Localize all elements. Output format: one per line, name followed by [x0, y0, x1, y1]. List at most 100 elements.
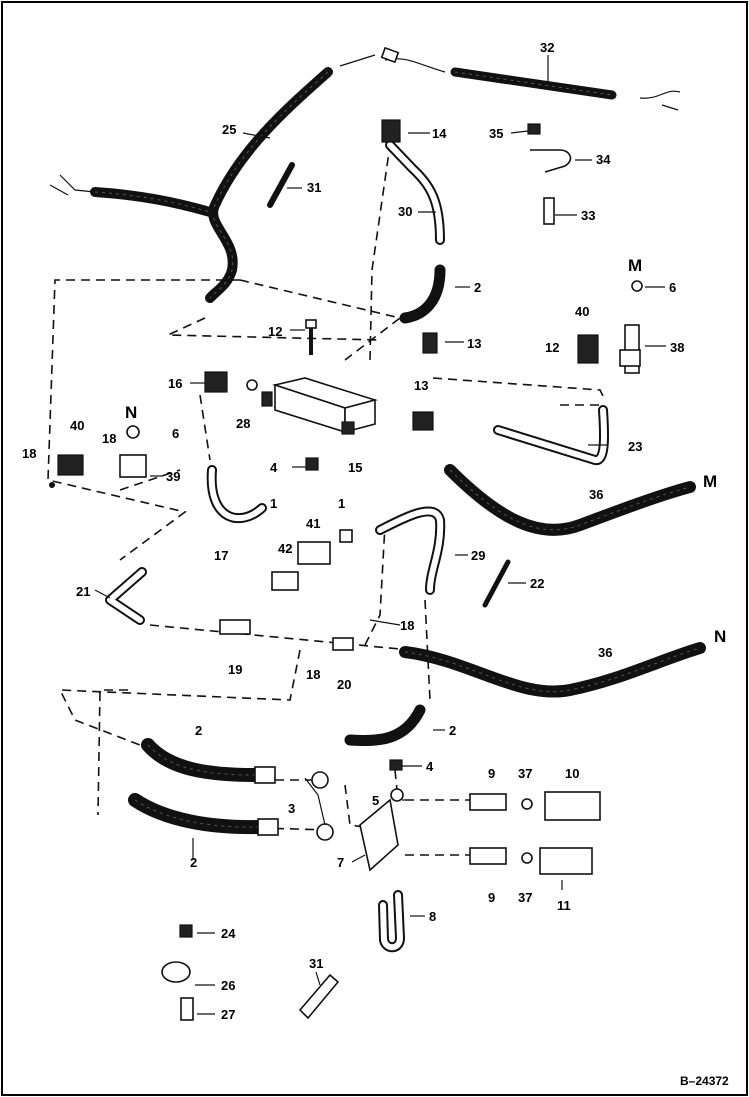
callout-18-far-left: 18 [22, 446, 36, 461]
adapter-9-lower [469, 847, 507, 865]
callout-30: 30 [398, 204, 412, 219]
callout-6-left: 6 [172, 426, 179, 441]
callout-2-hose-b: 2 [190, 855, 197, 870]
fitting-40-left [57, 454, 84, 476]
callout-12-upper: 12 [268, 324, 282, 339]
callout-40-right: 40 [575, 304, 589, 319]
tie-22 [482, 559, 511, 608]
callout-6-right: 6 [669, 280, 676, 295]
port-label-m-top: M [628, 256, 642, 275]
callout-1-upper: 1 [338, 496, 345, 511]
port-label-n-left: N [125, 403, 137, 422]
tie-31-lower [298, 973, 340, 1020]
callout-10: 10 [565, 766, 579, 781]
hose-36-upper [444, 464, 696, 536]
screw-1 [339, 529, 353, 543]
callout-18-lower: 18 [306, 667, 320, 682]
callout-labels: 32 25 14 35 34 31 30 33 2 M 6 40 12 13 1… [22, 40, 726, 1022]
tube-30 [385, 140, 445, 245]
callout-2-middle: 2 [449, 723, 456, 738]
coupler-19 [219, 619, 251, 635]
nut-4-lower [389, 759, 403, 771]
washer-3 [311, 771, 334, 841]
callout-19: 19 [228, 662, 242, 677]
clamp-42 [271, 571, 299, 591]
tube-23 [493, 405, 609, 465]
nut-4-upper [305, 457, 319, 471]
tube-29 [375, 506, 446, 595]
fitting-40-right [577, 334, 599, 364]
nut-24 [179, 924, 193, 938]
callout-11: 11 [557, 898, 571, 913]
clamp-34 [530, 149, 572, 173]
callout-13-upper: 13 [467, 336, 481, 351]
port-label-m-hose: M [703, 472, 717, 491]
callout-8: 8 [429, 909, 436, 924]
coupler-10 [544, 791, 601, 821]
callout-36-upper: 36 [589, 487, 603, 502]
tube-21 [105, 567, 147, 625]
callout-3: 3 [288, 801, 295, 816]
bolt-33 [543, 197, 555, 225]
callout-17: 17 [214, 548, 228, 563]
callout-33: 33 [581, 208, 595, 223]
fitting-18-dot [49, 482, 55, 488]
callout-28: 28 [236, 416, 250, 431]
callout-leaders [94, 55, 666, 1015]
callout-29: 29 [471, 548, 485, 563]
nut-35 [527, 123, 541, 135]
hose-36-lower [399, 642, 706, 698]
hose-32 [380, 46, 681, 111]
callout-37-lower: 37 [518, 890, 532, 905]
fitting-13-upper [422, 332, 438, 354]
hose-25 [49, 54, 376, 303]
callout-9-lower: 9 [488, 890, 495, 905]
fitting-16 [204, 371, 228, 393]
fitting-20 [332, 637, 354, 651]
seal-6-right [631, 280, 643, 292]
callout-5: 5 [372, 793, 379, 808]
fitting-38 [619, 324, 641, 374]
callout-18-right: 18 [400, 618, 414, 633]
bolt-27 [180, 997, 194, 1021]
clamp-26 [161, 961, 191, 983]
callout-31-lower: 31 [309, 956, 323, 971]
callout-34: 34 [596, 152, 611, 167]
callout-39: 39 [166, 469, 180, 484]
callout-12-right: 12 [545, 340, 559, 355]
fitting-14 [381, 119, 401, 143]
hose-2-upper [399, 264, 446, 324]
callout-38: 38 [670, 340, 684, 355]
callout-15: 15 [348, 460, 362, 475]
u-bolt-8 [378, 890, 405, 953]
callout-2-upper: 2 [474, 280, 481, 295]
callout-42: 42 [278, 541, 292, 556]
o-ring-37 [521, 798, 533, 864]
callout-16: 16 [168, 376, 182, 391]
fitting-13-lower [412, 411, 434, 431]
callout-2-hose-a: 2 [195, 723, 202, 738]
coupler-11 [539, 847, 593, 875]
valve-block-15 [261, 377, 378, 435]
tie-31-upper [267, 162, 295, 208]
clamp-41 [297, 541, 331, 565]
callout-4-upper: 4 [270, 460, 278, 475]
callout-31-upper: 31 [307, 180, 321, 195]
callout-26: 26 [221, 978, 235, 993]
washer-5 [390, 788, 404, 802]
seal-6-left [126, 425, 140, 439]
callout-36-lower: 36 [598, 645, 612, 660]
hose-2-middle [344, 704, 426, 747]
figure-reference-number: B–24372 [680, 1074, 729, 1088]
seal-28 [246, 379, 258, 391]
callout-21: 21 [76, 584, 90, 599]
callout-7: 7 [337, 855, 344, 870]
callout-1-tube: 1 [270, 496, 277, 511]
callout-37-upper: 37 [518, 766, 532, 781]
callout-41: 41 [306, 516, 320, 531]
hose-2-lower-pair [128, 738, 279, 836]
bolt-12 [305, 319, 317, 355]
bracket-7 [359, 798, 399, 872]
callout-32: 32 [540, 40, 554, 55]
